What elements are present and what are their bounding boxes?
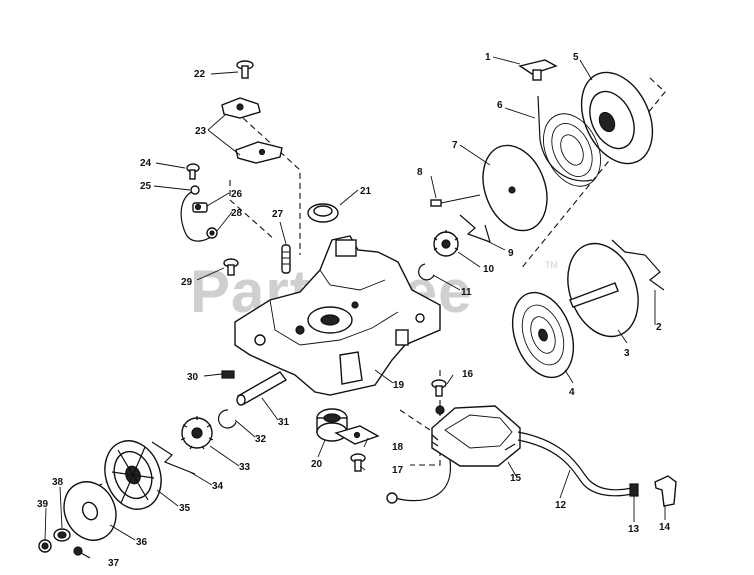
part-19-main-housing <box>234 235 441 396</box>
part-3-pulley <box>567 242 639 338</box>
part-4-recoil-spring <box>511 291 575 379</box>
part-6-spring-coil <box>543 113 601 187</box>
callout-35: 35 <box>179 503 191 514</box>
callout-31: 31 <box>278 417 290 428</box>
part-22-bolt <box>236 60 254 79</box>
part-12-high-tension-lead <box>517 431 633 497</box>
watermark-trademark: TM <box>545 260 558 270</box>
part-7-disc <box>482 144 548 232</box>
part-29-screw <box>223 258 239 276</box>
part-10-gear <box>433 230 459 257</box>
part-27-spring <box>281 244 291 274</box>
callout-8: 8 <box>417 167 423 178</box>
callout-38: 38 <box>52 477 64 488</box>
callout-6: 6 <box>497 100 503 111</box>
part-24-screw <box>186 163 200 180</box>
callout-15: 15 <box>510 473 522 484</box>
callout-7: 7 <box>452 140 458 151</box>
callout-21: 21 <box>360 186 372 197</box>
part-37-screw <box>73 546 91 559</box>
part-30-set-screw <box>221 370 235 379</box>
part-31-shaft <box>236 371 288 406</box>
callout-4: 4 <box>569 387 575 398</box>
part-35-gear-wheel <box>104 440 162 510</box>
part-39-nut <box>38 539 52 553</box>
callout-39: 39 <box>37 499 49 510</box>
callout-24: 24 <box>140 158 152 169</box>
callout-17: 17 <box>392 465 404 476</box>
callout-11: 11 <box>461 287 472 298</box>
part-34-spring-wire <box>151 441 196 475</box>
part-6-rope <box>537 95 593 182</box>
callout-19: 19 <box>393 380 405 391</box>
callout-12: 12 <box>555 500 567 511</box>
callout-5: 5 <box>573 52 579 63</box>
callout-18: 18 <box>392 442 404 453</box>
callout-30: 30 <box>187 372 199 383</box>
leader-lines <box>44 56 666 541</box>
callout-29: 29 <box>181 277 193 288</box>
part-28-nut <box>206 227 218 239</box>
callout-14: 14 <box>659 522 671 533</box>
callout-labels: 1 2 3 4 5 6 7 8 9 10 11 12 13 14 15 16 1… <box>37 52 671 569</box>
callout-3: 3 <box>624 348 630 359</box>
part-2-spring-wire <box>611 239 665 291</box>
callout-9: 9 <box>508 248 514 259</box>
part-1-handle <box>518 59 558 81</box>
part-25-ground-wire <box>180 185 213 242</box>
part-5-pulley-housing <box>580 71 654 165</box>
callout-20: 20 <box>311 459 323 470</box>
part-8-screw <box>430 194 481 207</box>
part-21-seal <box>307 203 339 223</box>
part-33-gear <box>180 416 214 450</box>
callout-13: 13 <box>628 524 640 535</box>
part-13-terminal <box>629 483 639 497</box>
part-26-clip <box>192 202 208 213</box>
part-17-screw <box>350 453 366 472</box>
callout-36: 36 <box>136 537 148 548</box>
callout-33: 33 <box>239 462 251 473</box>
callout-28: 28 <box>231 208 243 219</box>
alignment-lines <box>69 77 666 501</box>
callout-26: 26 <box>231 189 243 200</box>
part-15-ignition-coil <box>431 405 521 467</box>
callout-1: 1 <box>485 52 491 63</box>
callout-27: 27 <box>272 209 284 220</box>
part-38-spacer <box>53 528 71 542</box>
part-15-lead-wire <box>386 459 452 504</box>
part-23-bracket <box>221 97 283 164</box>
part-9-spring-clip <box>459 214 491 243</box>
part-16-screw <box>431 379 447 415</box>
part-36-cover-plate <box>63 481 117 541</box>
part-32-retaining-ring <box>217 409 237 429</box>
part-11-ring <box>418 263 435 281</box>
callout-10: 10 <box>483 264 495 275</box>
callout-32: 32 <box>255 434 267 445</box>
callout-22: 22 <box>194 69 206 80</box>
part-14-spark-plug-cap <box>654 475 677 507</box>
callout-37: 37 <box>108 558 120 569</box>
callout-25: 25 <box>140 181 152 192</box>
callout-23: 23 <box>195 126 207 137</box>
callout-2: 2 <box>656 322 662 333</box>
callout-16: 16 <box>462 369 474 380</box>
callout-34: 34 <box>212 481 224 492</box>
